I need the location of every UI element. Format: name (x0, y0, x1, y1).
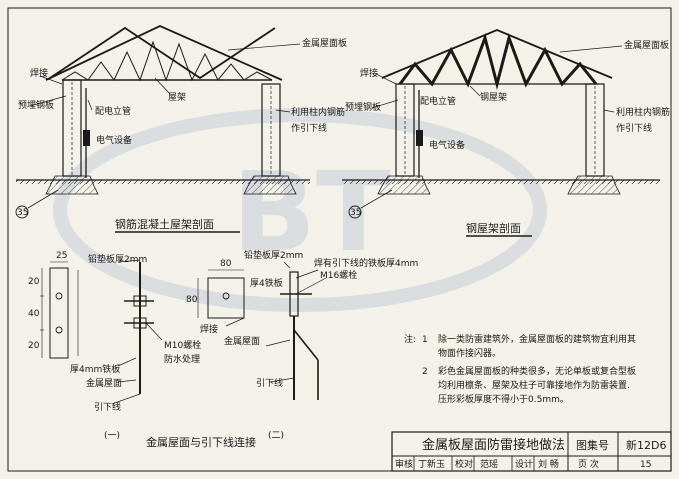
atlas-value: 新12D6 (626, 438, 666, 452)
detail-two (197, 261, 327, 400)
note-1-line-1: 除一类防雷建筑外，金属屋面板的建筑物宜利用其 (438, 333, 636, 345)
detail2-dim-top: 80 (220, 259, 232, 269)
design-label: 设计 (515, 458, 533, 470)
detail-group-title: 金属屋面与引下线连接 (146, 435, 256, 449)
rebar-label-1: 利用柱内钢筋 (291, 106, 345, 118)
detail1-caption: (一) (104, 431, 120, 441)
conduit-label: 配电立管 (95, 105, 131, 117)
check-label: 校对 (455, 458, 473, 470)
check-name: 范瑶 (480, 458, 498, 470)
steel-rebar-label-1: 利用柱内钢筋 (616, 106, 670, 118)
detail1-waterproof-label: 防水处理 (164, 353, 200, 365)
detail1-dim-top: 25 (56, 251, 67, 261)
page-label: 页 次 (578, 458, 599, 470)
steel-conduit-label: 配电立管 (420, 95, 456, 107)
detail2-thick-plate-label: 厚4铁板 (250, 277, 283, 289)
title-block (391, 431, 672, 472)
notes-heading: 注: (404, 333, 416, 345)
page-value: 15 (640, 460, 651, 470)
watermark-logo: BT (232, 148, 391, 276)
embedded-plate-label: 预埋钢板 (18, 99, 54, 111)
concrete-section-title: 钢筋混凝土屋架剖面 (115, 217, 214, 231)
steel-truss-section: 35 (342, 29, 660, 219)
steel-truss-label: 钢屋架 (480, 91, 507, 103)
rebar-label-2: 作引下线 (291, 122, 327, 134)
note-2-line-2: 均利用檩条、屋架及柱子可靠接地作为防雷装置. (438, 379, 630, 391)
notes-block: 注: 1 除一类防雷建筑外，金属屋面板的建筑物宜利用其 物面作接闪器。 2 彩色… (404, 333, 636, 405)
steel-plate-label: 预埋钢板 (345, 101, 381, 113)
sheet-border (7, 7, 672, 472)
detail1-plate-label: 厚4mm铁板 (70, 363, 120, 375)
detail2-roof-label: 金属屋面 (224, 335, 260, 347)
detail1-roof-label: 金属屋面 (86, 377, 122, 389)
weld-label: 焊接 (30, 67, 48, 79)
roof-panel-label: 金属屋面板 (302, 37, 347, 49)
steel-roof-label: 金属屋面板 (624, 39, 669, 51)
note-1-line-2: 物面作接闪器。 (438, 347, 501, 359)
design-name: 刘 畅 (538, 458, 559, 470)
note-2-line-3: 压形彩板厚度不得小于0.5mm。 (438, 393, 569, 405)
atlas-label: 图集号 (576, 438, 609, 452)
detail1-dim-3: 20 (28, 341, 40, 351)
detail2-caption: (二) (268, 431, 284, 441)
concrete-truss-section: 35 (15, 25, 310, 219)
detail1-bolt-label: M10螺栓 (164, 339, 201, 351)
detail2-bolt-label: M16螺栓 (320, 269, 357, 281)
detail2-down-label: 引下线 (256, 377, 283, 389)
review-label: 审核 (395, 458, 413, 470)
note-1-num: 1 (422, 335, 428, 345)
detail2-dim-left: 80 (186, 295, 198, 305)
note-2-line-1: 彩色金属屋面板的种类很多，无论单板或复合型板 (438, 365, 636, 377)
watermark: BT (53, 108, 547, 312)
steel-weld-label: 焊接 (360, 67, 378, 79)
truss-label: 屋架 (168, 92, 186, 103)
note-2-num: 2 (422, 367, 428, 377)
review-name: 丁新玉 (418, 458, 445, 470)
ground-ref-label: 35 (17, 208, 28, 218)
steel-rebar-label-2: 作引下线 (616, 122, 652, 134)
detail2-weld-plate-label: 焊有引下线的铁板厚4mm (314, 257, 418, 269)
steel-electrical-label: 电气设备 (429, 139, 465, 151)
steel-section-title: 钢屋架剖面 (466, 221, 521, 235)
detail-one (40, 259, 163, 405)
detail1-pad-label: 铅垫板厚2mm (88, 253, 147, 265)
detail1-down-label: 引下线 (94, 401, 121, 413)
detail1-dim-2: 40 (28, 309, 40, 319)
detail1-dim-1: 20 (28, 277, 40, 287)
electrical-equipment-label: 电气设备 (96, 134, 132, 146)
detail2-weld-label: 焊接 (200, 323, 218, 335)
title-block-title: 金属板屋面防雷接地做法 (422, 437, 565, 453)
ground-ref-label-2: 35 (350, 208, 361, 218)
detail2-pad-label: 铅垫板厚2mm (244, 249, 303, 261)
